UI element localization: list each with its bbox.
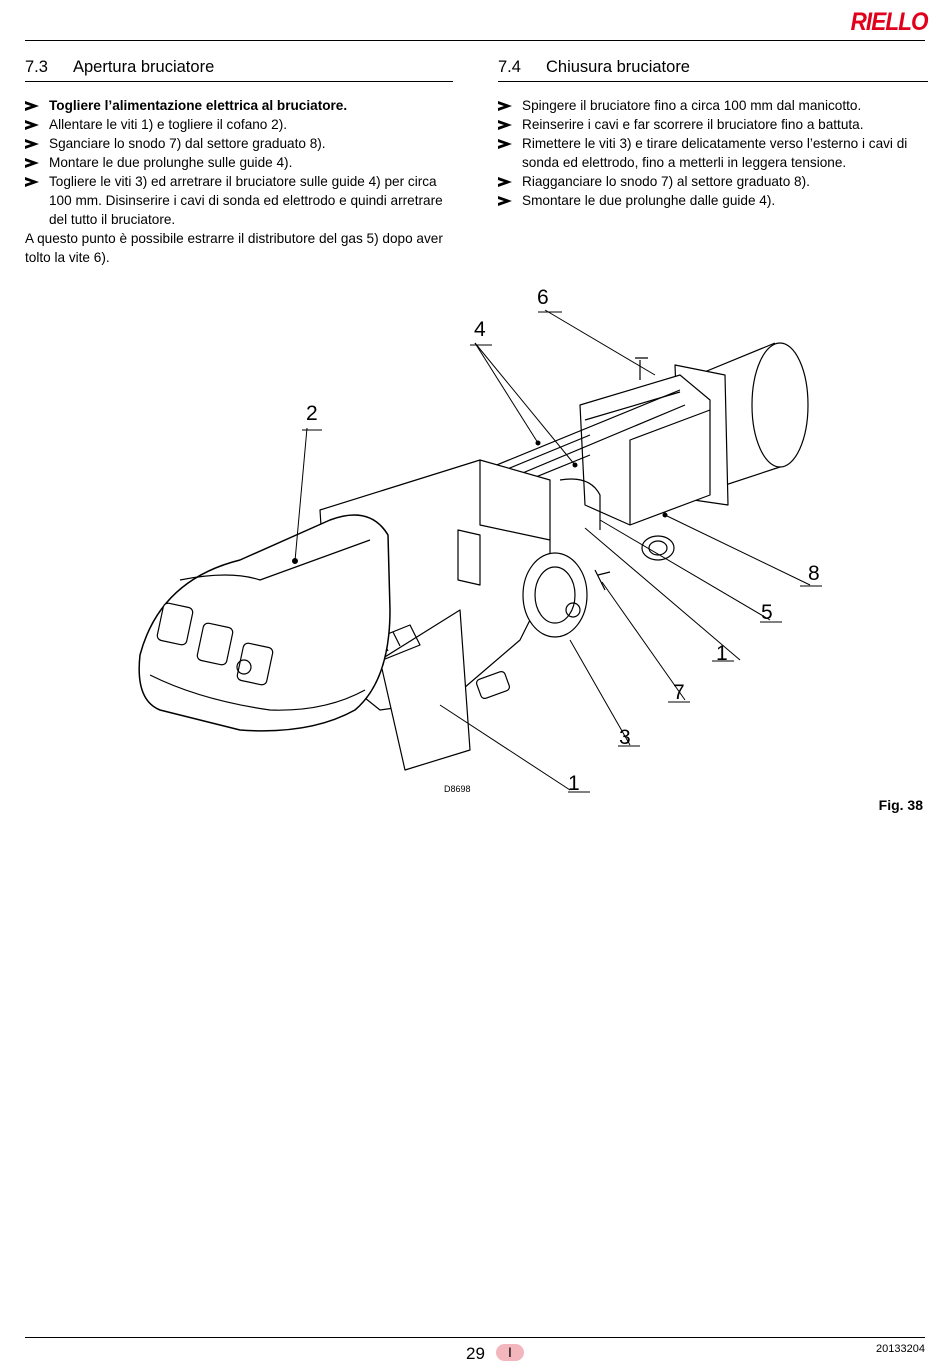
step-text: Togliere le viti 3) ed arretrare il bruc… xyxy=(49,174,443,227)
step-text: Sganciare lo snodo 7) dal settore gradua… xyxy=(49,136,326,151)
section-title: Apertura bruciatore xyxy=(73,58,215,76)
figure-label: Fig. 38 xyxy=(878,797,923,813)
list-item: Spingere il bruciatore fino a circa 100 … xyxy=(498,96,928,115)
document-code: 20133204 xyxy=(876,1343,925,1355)
header-rule xyxy=(25,40,925,41)
callout-6: 6 xyxy=(537,286,549,309)
list-item: Montare le due prolunghe sulle guide 4). xyxy=(25,153,453,172)
callout-5: 5 xyxy=(761,601,773,624)
brand-logo: RIELLO xyxy=(850,8,929,36)
arrow-bullet-icon xyxy=(498,120,512,130)
list-item: Togliere l’alimentazione elettrica al br… xyxy=(25,96,453,115)
step-text: Smontare le due prolunghe dalle guide 4)… xyxy=(522,193,776,208)
section-number: 7.3 xyxy=(25,58,48,76)
arrow-bullet-icon xyxy=(498,196,512,206)
arrow-bullet-icon xyxy=(498,139,512,149)
list-item: Rimettere le viti 3) e tirare delicatame… xyxy=(498,134,928,172)
step-list: Togliere l’alimentazione elettrica al br… xyxy=(25,96,453,229)
burner-drawing xyxy=(138,309,822,793)
list-item: Reinserire i cavi e far scorrere il bruc… xyxy=(498,115,928,134)
drawing-code: D8698 xyxy=(444,784,471,794)
arrow-bullet-icon xyxy=(498,177,512,187)
step-text: Spingere il bruciatore fino a circa 100 … xyxy=(522,98,862,113)
callout-1: 1 xyxy=(716,642,728,665)
step-text: Togliere l’alimentazione elettrica al br… xyxy=(49,98,348,113)
list-item: Allentare le viti 1) e togliere il cofan… xyxy=(25,115,453,134)
step-text: Reinserire i cavi e far scorrere il bruc… xyxy=(522,117,864,132)
callout-1-lower: 1 xyxy=(568,772,580,795)
arrow-bullet-icon xyxy=(498,101,512,111)
step-text: Montare le due prolunghe sulle guide 4). xyxy=(49,155,293,170)
arrow-bullet-icon xyxy=(25,139,39,149)
arrow-bullet-icon xyxy=(25,120,39,130)
list-item: Sganciare lo snodo 7) dal settore gradua… xyxy=(25,134,453,153)
step-text: Riagganciare lo snodo 7) al settore grad… xyxy=(522,174,810,189)
list-item: Togliere le viti 3) ed arretrare il bruc… xyxy=(25,172,453,229)
section-apertura: 7.3 Apertura bruciatore Togliere l’alime… xyxy=(25,58,453,267)
section-title: Chiusura bruciatore xyxy=(546,58,690,76)
section-chiusura: 7.4 Chiusura bruciatore Spingere il bruc… xyxy=(498,58,928,210)
note-paragraph: A questo punto è possibile estrarre il d… xyxy=(25,231,443,265)
arrow-bullet-icon xyxy=(25,101,39,111)
callout-3: 3 xyxy=(619,726,631,749)
arrow-bullet-icon xyxy=(25,177,39,187)
callout-7: 7 xyxy=(673,681,685,704)
section-heading: 7.4 Chiusura bruciatore xyxy=(498,58,928,82)
list-item: Riagganciare lo snodo 7) al settore grad… xyxy=(498,172,928,191)
step-text: Rimettere le viti 3) e tirare delicatame… xyxy=(522,136,908,170)
list-item: Smontare le due prolunghe dalle guide 4)… xyxy=(498,191,928,210)
callout-4: 4 xyxy=(474,318,486,341)
step-list: Spingere il bruciatore fino a circa 100 … xyxy=(498,96,928,210)
language-badge: I xyxy=(496,1344,524,1361)
callout-2: 2 xyxy=(306,402,318,425)
page-number: 29 xyxy=(466,1344,485,1363)
arrow-bullet-icon xyxy=(25,158,39,168)
footer-rule xyxy=(25,1337,925,1338)
step-text: Allentare le viti 1) e togliere il cofan… xyxy=(49,117,288,132)
callout-8: 8 xyxy=(808,562,820,585)
section-number: 7.4 xyxy=(498,58,521,76)
section-heading: 7.3 Apertura bruciatore xyxy=(25,58,453,82)
